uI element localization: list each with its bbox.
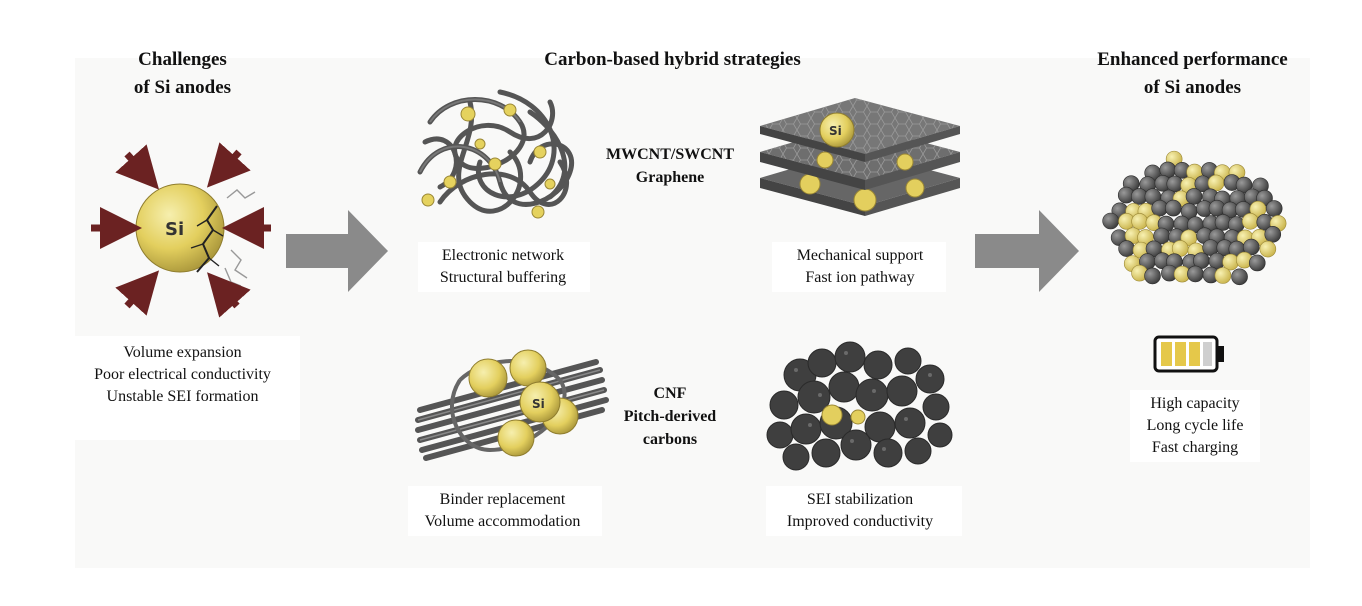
crack-icon — [196, 205, 218, 273]
cnt-network-icon — [417, 89, 575, 219]
carbon-sphere — [1118, 240, 1135, 257]
cnf-line: Binder replacement — [439, 491, 566, 508]
group1-materials: MWCNT/SWCNT Graphene — [580, 143, 760, 189]
challenge-item: Volume expansion — [123, 344, 242, 361]
challenges-box — [70, 336, 300, 440]
carbon-sphere — [1187, 265, 1204, 283]
carbon-sphere — [1165, 199, 1182, 217]
graphene-box — [772, 242, 946, 292]
challenge-item: Unstable SEI formation — [106, 388, 259, 405]
graphene-layers-icon: Si — [760, 98, 960, 216]
cnt-line: Electronic network — [441, 247, 565, 264]
pitch-carbon-icon — [766, 341, 953, 471]
enhanced-list: High capacity Long cycle life Fast charg… — [1105, 393, 1285, 459]
enhanced-item: High capacity — [1150, 395, 1240, 412]
carbon-sphere — [1248, 254, 1266, 272]
enhanced-item: Long cycle life — [1146, 417, 1244, 434]
carbon-sphere — [1144, 267, 1161, 285]
graphene-si-label: Si — [829, 124, 842, 138]
right-arrow-icon — [975, 210, 1079, 292]
graphene-line: Mechanical support — [796, 247, 924, 264]
graphene-line: Fast ion pathway — [805, 269, 915, 286]
carbon-sphere — [1242, 238, 1260, 256]
enhanced-title: Enhanced performance of Si anodes — [1055, 46, 1330, 102]
material-graphene: Graphene — [635, 169, 705, 186]
cnf-si-label: Si — [532, 397, 545, 411]
composite-cluster-icon — [1102, 150, 1287, 286]
carbon-sphere — [1264, 226, 1282, 243]
pitch-box — [766, 486, 962, 536]
si-label: Si — [165, 219, 184, 240]
si-sphere — [1259, 240, 1277, 258]
strategies-title: Carbon-based hybrid strategies — [544, 49, 801, 70]
cnf-line: Volume accommodation — [424, 513, 581, 530]
cnf-box — [408, 486, 602, 536]
si-sphere — [1131, 213, 1148, 230]
pitch-line: SEI stabilization — [806, 491, 914, 508]
material-pitch: Pitch-derived — [623, 408, 717, 425]
material-cnf: CNF — [653, 385, 687, 402]
si-particle-icon: Si — [91, 142, 271, 318]
challenges-title: Challenges of Si anodes — [60, 46, 305, 102]
right-arrow-icon — [286, 210, 388, 292]
enhanced-item: Fast charging — [1151, 439, 1239, 456]
enhanced-title-line1: Enhanced performance — [1097, 49, 1288, 70]
cnf-description: Binder replacement Volume accommodation — [400, 489, 605, 533]
challenges-list: Volume expansion Poor electrical conduct… — [60, 342, 305, 408]
challenges-title-line1: Challenges — [138, 49, 227, 70]
carbon-sphere — [1231, 268, 1248, 286]
si-sphere — [1242, 212, 1259, 230]
figure-background — [75, 58, 1310, 568]
carbon-sphere — [1102, 212, 1119, 230]
battery-icon — [1153, 335, 1224, 373]
enhanced-box — [1130, 390, 1260, 462]
pitch-line: Improved conductivity — [786, 513, 934, 530]
si-sphere — [1214, 267, 1232, 284]
carbon-sphere — [1166, 175, 1184, 193]
material-carbons: carbons — [642, 431, 698, 448]
material-mwcnt-swcnt: MWCNT/SWCNT — [605, 146, 734, 163]
group2-materials: CNF Pitch-derived carbons — [600, 382, 740, 451]
cnt-description: Electronic network Structural buffering — [408, 245, 598, 289]
cnt-box — [418, 242, 590, 292]
challenge-item: Poor electrical conductivity — [94, 366, 271, 383]
carbon-sphere — [1265, 200, 1283, 217]
enhanced-title-line2: of Si anodes — [1143, 77, 1242, 98]
pitch-description: SEI stabilization Improved conductivity — [760, 489, 960, 533]
carbon-sphere — [1185, 188, 1203, 205]
challenges-title-line2: of Si anodes — [133, 77, 232, 98]
compression-arrow-icon — [91, 142, 271, 318]
graphene-description: Mechanical support Fast ion pathway — [770, 245, 950, 289]
cnt-line: Structural buffering — [439, 269, 567, 286]
cnf-bundle-icon: Si — [415, 349, 609, 461]
